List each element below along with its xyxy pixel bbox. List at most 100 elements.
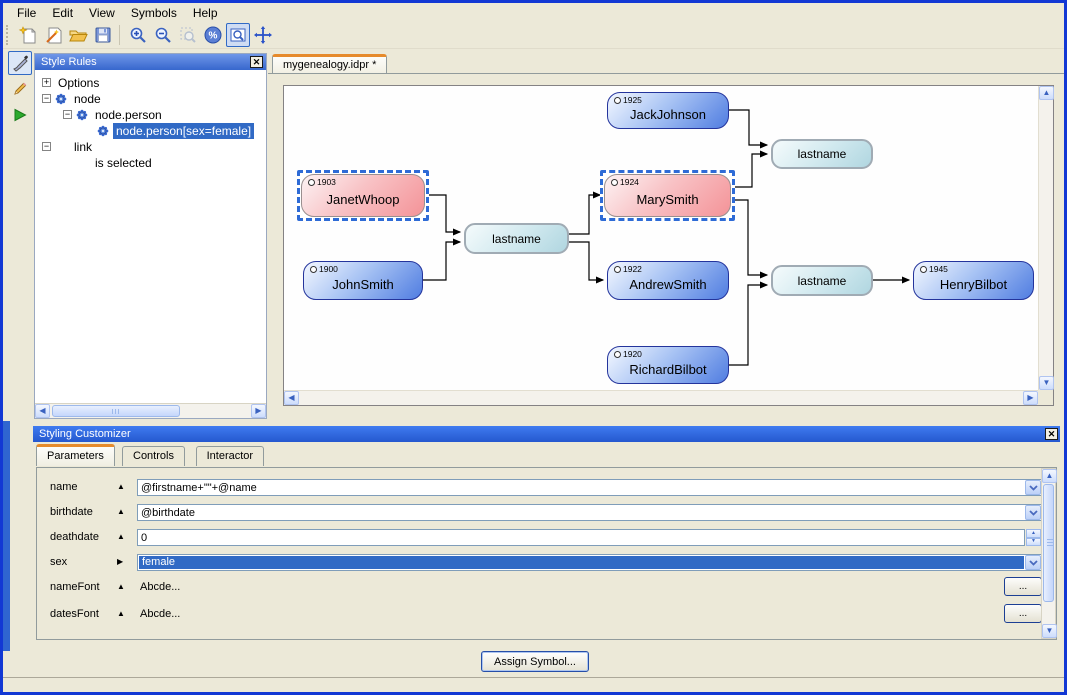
name-combo[interactable]: @firstname+""+@name: [137, 479, 1042, 496]
scrollbar-thumb[interactable]: [52, 405, 180, 417]
link-lname2-to-andrew[interactable]: [569, 241, 605, 284]
link-mary-to-lname1[interactable]: [731, 150, 769, 188]
style-brush-icon[interactable]: [8, 51, 32, 75]
chevron-down-icon[interactable]: [1025, 555, 1041, 570]
scroll-down-icon[interactable]: ▼: [1042, 624, 1057, 638]
collapse-icon[interactable]: −: [63, 109, 72, 119]
scroll-up-icon[interactable]: ▲: [1039, 86, 1054, 100]
chevron-down-icon[interactable]: [1025, 480, 1041, 495]
chevron-down-icon[interactable]: [1025, 505, 1041, 520]
close-icon[interactable]: ✕: [1045, 428, 1058, 440]
canvas-vscrollbar[interactable]: ▲ ▼: [1038, 86, 1054, 390]
close-icon[interactable]: ✕: [250, 56, 263, 68]
menu-symbols[interactable]: Symbols: [130, 5, 177, 20]
tab-interactor[interactable]: Interactor: [195, 446, 265, 466]
diagram-links: [423, 109, 911, 366]
datesfont-browse-button[interactable]: ...: [1004, 604, 1042, 623]
link-richard-to-lname3[interactable]: [729, 281, 769, 366]
save-icon[interactable]: [91, 23, 115, 47]
scroll-right-icon[interactable]: ▶: [251, 404, 266, 418]
spin-up-icon[interactable]: ▲: [1026, 529, 1041, 538]
node-name-label: JanetWhoop: [326, 192, 400, 207]
scroll-left-icon[interactable]: ◀: [284, 391, 299, 405]
tab-controls[interactable]: Controls: [122, 446, 185, 466]
pan-icon[interactable]: [251, 23, 275, 47]
document-tab[interactable]: mygenealogy.idpr *: [272, 54, 388, 73]
field-label: sex: [50, 556, 68, 568]
link-john-to-lname2[interactable]: [423, 238, 462, 281]
field-label: nameFont: [50, 581, 100, 593]
customizer-vscrollbar[interactable]: ▲ ▼: [1041, 468, 1057, 639]
menu-edit[interactable]: Edit: [52, 5, 74, 20]
deathdate-spinner[interactable]: ▲▼: [1026, 529, 1041, 546]
link-jack-to-lname1[interactable]: [729, 109, 769, 149]
birthdate-combo[interactable]: @birthdate: [137, 504, 1042, 521]
toolbar-separator: [119, 25, 121, 45]
field-row-sex: sex▶female: [47, 554, 1056, 571]
birthdate-label: 1903: [308, 177, 336, 187]
field-value: 0: [141, 531, 148, 544]
zoom-percent-icon[interactable]: %: [201, 23, 225, 47]
style-wizard-icon[interactable]: [41, 23, 65, 47]
open-folder-icon[interactable]: [66, 23, 90, 47]
assign-symbol-button[interactable]: Assign Symbol...: [481, 651, 589, 672]
tab-parameters[interactable]: Parameters: [36, 444, 115, 466]
tree-item-node-person[interactable]: node.person: [95, 108, 162, 122]
zoom-out-icon[interactable]: [151, 23, 175, 47]
style-rules-titlebar: Style Rules ✕: [35, 54, 266, 70]
overview-icon[interactable]: [226, 23, 250, 47]
scroll-up-icon[interactable]: ▲: [1042, 469, 1057, 483]
expand-icon[interactable]: +: [42, 77, 51, 87]
link-lname2-to-mary[interactable]: [569, 191, 602, 235]
family-node-lastname[interactable]: lastname: [464, 223, 569, 254]
link-mary-to-lname3[interactable]: [731, 199, 769, 279]
tree-item-options[interactable]: Options: [58, 76, 100, 90]
tree-item-node[interactable]: node: [74, 92, 101, 106]
link-janet-to-lname2[interactable]: [425, 194, 462, 236]
namefont-browse-button[interactable]: ...: [1004, 577, 1042, 596]
collapse-icon[interactable]: −: [42, 141, 51, 151]
menu-help[interactable]: Help: [192, 5, 218, 20]
node-name-label: MarySmith: [636, 192, 699, 207]
new-document-icon[interactable]: [16, 23, 40, 47]
tree-item-is-selected[interactable]: is selected: [95, 156, 152, 170]
menu-file[interactable]: File: [17, 5, 37, 20]
person-dot-icon: [611, 178, 618, 186]
run-icon[interactable]: [8, 103, 32, 127]
zoom-area-icon[interactable]: [176, 23, 200, 47]
spin-down-icon[interactable]: ▼: [1026, 537, 1041, 546]
canvas-hscrollbar[interactable]: ◀ ▶: [284, 390, 1038, 405]
birthdate-label: 1924: [611, 177, 639, 187]
birthdate-label: 1945: [920, 264, 948, 274]
style-rules-hscrollbar[interactable]: ◀ ▶: [35, 403, 266, 418]
scroll-down-icon[interactable]: ▼: [1039, 376, 1054, 390]
field-label: birthdate: [50, 506, 93, 518]
family-node-lastname[interactable]: lastname: [771, 265, 873, 296]
birthdate-label: 1925: [614, 95, 642, 105]
node-name-label: lastname: [492, 231, 541, 246]
style-rules-title: Style Rules: [41, 56, 97, 68]
scroll-right-icon[interactable]: ▶: [1023, 391, 1038, 405]
deathdate-input[interactable]: 0: [137, 529, 1025, 546]
zoom-in-icon[interactable]: [126, 23, 150, 47]
scroll-left-icon[interactable]: ◀: [35, 404, 50, 418]
collapse-icon[interactable]: −: [42, 93, 51, 103]
sex-combo[interactable]: female: [137, 554, 1042, 571]
menu-view[interactable]: View: [89, 5, 115, 20]
tree-item-node-person-sex-female-[interactable]: node.person[sex=female]: [113, 123, 255, 139]
styling-customizer-titlebar: Styling Customizer ✕: [33, 426, 1060, 442]
tree-item-link[interactable]: link: [74, 140, 93, 154]
family-node-lastname[interactable]: lastname: [771, 139, 873, 169]
scrollbar-thumb[interactable]: [1043, 484, 1054, 602]
edit-pencil-icon[interactable]: [8, 77, 32, 101]
toolbar-gripper[interactable]: [6, 25, 11, 45]
